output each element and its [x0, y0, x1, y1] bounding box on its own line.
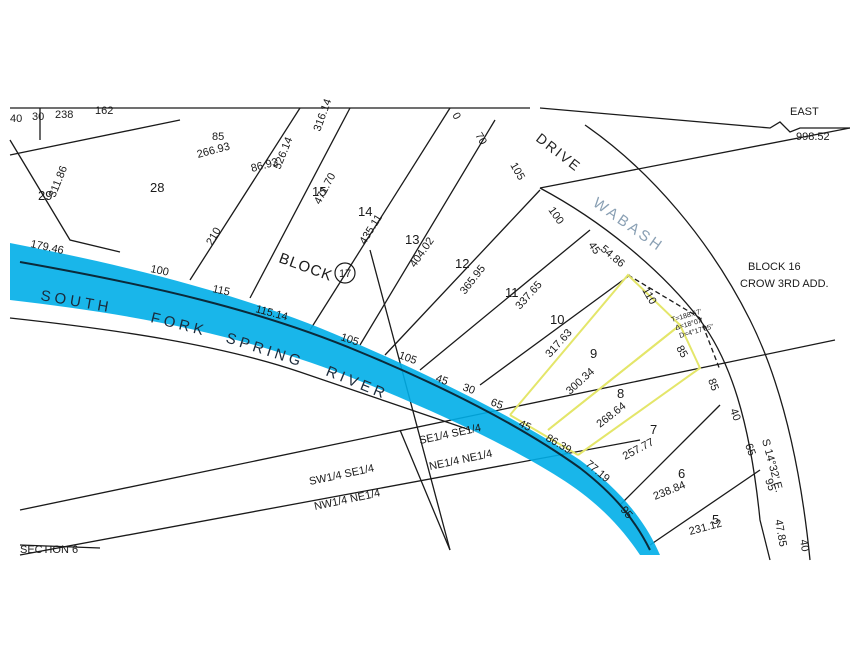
top-dimension: 162: [95, 105, 113, 117]
map-boundaries: [9, 107, 850, 561]
block-number: 17: [339, 268, 351, 280]
lot-depth: 311.86: [47, 164, 70, 199]
lot-depth: 268.64: [594, 400, 628, 430]
front-dimension: 0: [449, 111, 462, 122]
lot-number: 10: [550, 312, 564, 327]
rear-dimension: 115: [211, 283, 231, 298]
front-dimension: 100: [546, 205, 566, 227]
lot-number: 11: [505, 285, 519, 300]
top-dimension: 316.14: [312, 97, 335, 133]
highlighted-lots: [509, 273, 702, 456]
note-line-1: BLOCK 16: [748, 261, 801, 273]
lot-depth: 238.84: [652, 479, 688, 503]
front-dimension: 40: [727, 407, 742, 423]
top-dimension: 30: [32, 111, 44, 123]
front-dimension: 85: [673, 344, 690, 361]
front-dimension: 70: [472, 131, 489, 148]
lot-number: 13: [405, 232, 419, 247]
front-dimension: 105: [507, 161, 527, 183]
street-row-outer: [584, 124, 811, 561]
river-centerline: [19, 261, 651, 551]
river: [10, 243, 660, 555]
street-row-inner: [539, 187, 771, 561]
lot-number: 5: [712, 512, 719, 527]
lot-number: 9: [590, 346, 597, 361]
qs-sw-se: SW1/4 SE1/4: [308, 462, 375, 487]
front-dimension: 45: [586, 240, 603, 257]
qs-section: SECTION 6: [20, 544, 78, 556]
top-dimension: 85: [212, 131, 224, 143]
rear-dimension: 45: [517, 418, 533, 434]
lot-depth: 231.12: [688, 518, 724, 538]
river-band: [10, 243, 660, 555]
east-label: EAST: [790, 106, 819, 118]
qs-se-se: SE1/4 SE1/4: [418, 422, 482, 447]
rear-dimension: 45: [434, 373, 450, 388]
top-dimension: 40: [10, 113, 22, 125]
lot-number: 28: [150, 180, 164, 195]
front-dimension: 65: [742, 442, 757, 458]
lot-number: 8: [617, 386, 624, 401]
front-dimension: 95: [762, 477, 777, 493]
lot-number: 7: [650, 422, 657, 437]
front-dimension: 85: [705, 377, 720, 393]
rear-dimension: 65: [489, 397, 505, 412]
top-dimension: 266.93: [196, 141, 232, 161]
rear-dimension: 105: [339, 331, 360, 348]
east-dim: 998.52: [796, 131, 830, 143]
street-suffix: DRIVE: [533, 130, 584, 175]
front-dimension: 40: [797, 538, 811, 552]
rear-dimension: 30: [461, 382, 477, 397]
rear-dimension: 105: [397, 350, 418, 368]
block-number-circle: [334, 262, 356, 284]
front-dimension: 54.86: [598, 243, 627, 270]
lot-number: 12: [455, 256, 469, 271]
front-dimension: 47.85: [772, 518, 789, 547]
lot-number: 15: [312, 184, 326, 199]
lot-number: 14: [358, 204, 372, 219]
block-label: BLOCK: [277, 250, 335, 285]
top-dimension: 238: [55, 109, 73, 121]
note-line-2: CROW 3RD ADD.: [740, 278, 829, 290]
top-dimension: 210: [204, 226, 224, 248]
rear-dimension: 100: [149, 263, 169, 279]
top-dimension: 86.93: [250, 156, 280, 175]
lot-number: 29: [38, 188, 52, 203]
lot-number: 6: [678, 466, 685, 481]
qs-nw-ne: NW1/4 NE1/4: [313, 487, 381, 513]
